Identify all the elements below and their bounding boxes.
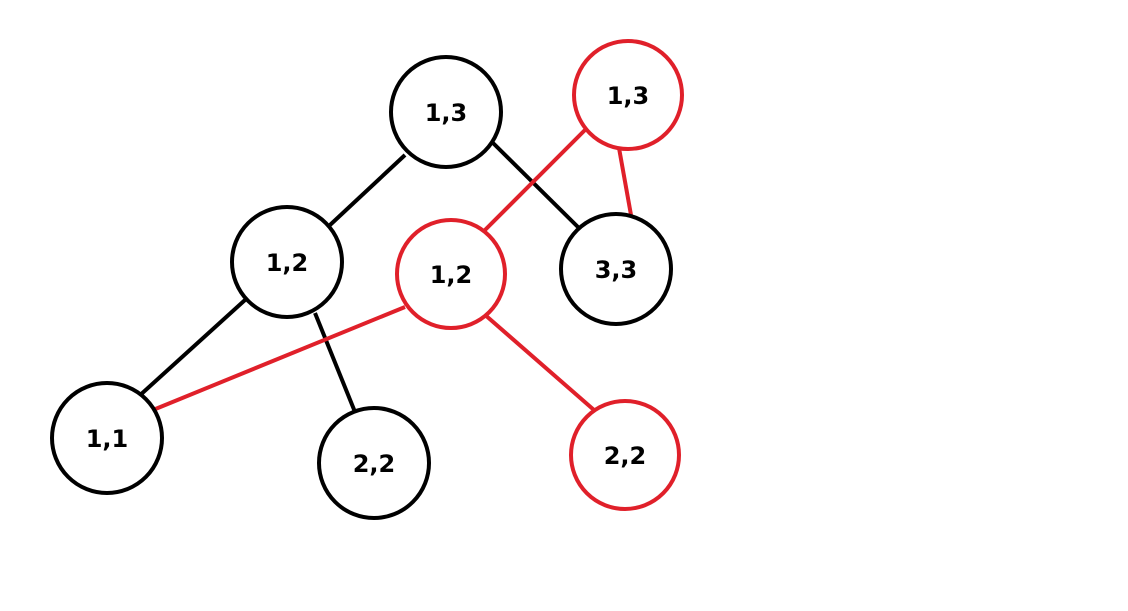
red-node-label: 2,2 bbox=[604, 442, 647, 470]
red-edge-r12-r22 bbox=[482, 312, 596, 412]
black-node-circle bbox=[50, 381, 164, 495]
red-node-circle bbox=[395, 218, 507, 330]
black-node-b12: 1,2 bbox=[230, 205, 344, 319]
black-node-b33: 3,3 bbox=[559, 212, 673, 326]
red-node-circle bbox=[572, 39, 684, 151]
red-node-r12: 1,2 bbox=[395, 218, 507, 330]
black-edge-b13-b12 bbox=[328, 153, 407, 227]
black-edge-b12-b11 bbox=[136, 298, 247, 399]
red-node-label: 1,2 bbox=[430, 261, 473, 289]
black-node-circle bbox=[230, 205, 344, 319]
black-node-label: 1,2 bbox=[266, 249, 309, 277]
red-node-circle bbox=[569, 399, 681, 511]
black-node-label: 1,3 bbox=[425, 99, 468, 127]
red-edge-r13-b33 bbox=[617, 147, 633, 216]
black-node-label: 1,1 bbox=[86, 425, 129, 453]
black-edge-b12-b22 bbox=[313, 312, 357, 413]
black-node-b22: 2,2 bbox=[317, 406, 431, 520]
black-node-label: 3,3 bbox=[595, 256, 638, 284]
red-node-r13: 1,3 bbox=[572, 39, 684, 151]
black-node-circle bbox=[389, 55, 503, 169]
edges-layer bbox=[136, 126, 633, 413]
black-node-b11: 1,1 bbox=[50, 381, 164, 495]
black-node-circle bbox=[559, 212, 673, 326]
black-node-label: 2,2 bbox=[353, 450, 396, 478]
black-node-b13: 1,3 bbox=[389, 55, 503, 169]
red-edge-r12-b11 bbox=[152, 305, 406, 412]
black-edge-b13-b33 bbox=[490, 140, 585, 234]
black-node-circle bbox=[317, 406, 431, 520]
nodes-layer: 1,3 1,2 3,3 1,1 2,2 1,3 1,2 2,2 bbox=[50, 39, 684, 520]
red-node-r22: 2,2 bbox=[569, 399, 681, 511]
red-node-label: 1,3 bbox=[607, 82, 650, 110]
red-edge-r13-r12 bbox=[476, 126, 589, 239]
